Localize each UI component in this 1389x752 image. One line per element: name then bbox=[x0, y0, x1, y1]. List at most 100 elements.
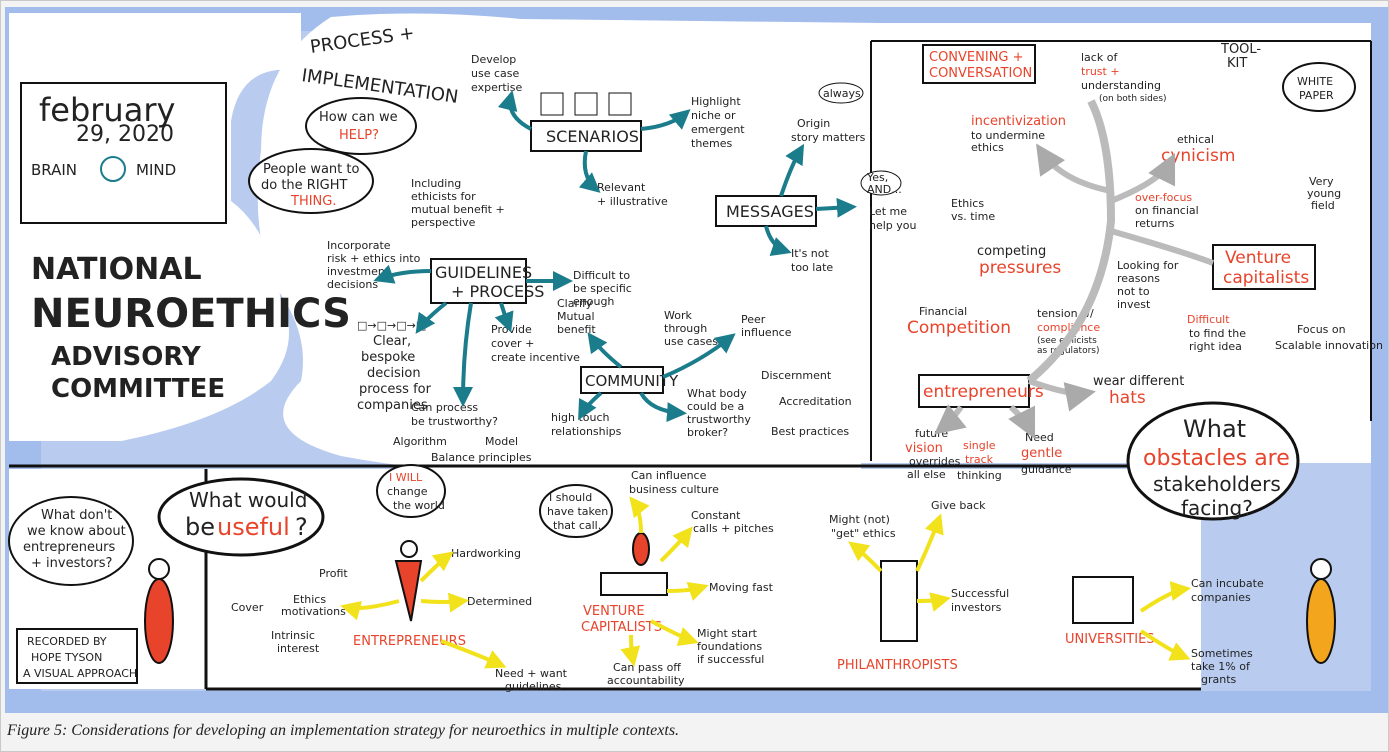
entrepreneur-person bbox=[394, 560, 423, 622]
incent-2: to undermine bbox=[971, 129, 1045, 142]
recorded-2: HOPE TYSON bbox=[31, 651, 102, 664]
guidelines-label-2: + PROCESS bbox=[451, 282, 544, 301]
incubate-1: Can incubate bbox=[1191, 577, 1264, 590]
dont-know-4: + investors? bbox=[31, 556, 112, 571]
convening-1: CONVENING + bbox=[929, 50, 1024, 65]
moving-fast: Moving fast bbox=[709, 581, 774, 594]
committee-line1: NATIONAL bbox=[31, 252, 202, 287]
vc-desk bbox=[600, 572, 668, 596]
incent-1: incentivization bbox=[971, 114, 1066, 129]
obstacles-3: stakeholders bbox=[1153, 472, 1281, 496]
pass-off-1: Can pass off bbox=[613, 661, 681, 674]
obstacles-bubble bbox=[1126, 401, 1300, 521]
clear-steps: □→□→□→□ bbox=[357, 319, 426, 332]
tension-4: as regulators) bbox=[1037, 346, 1099, 356]
including-1: Including bbox=[411, 177, 461, 190]
vc-2: capitalists bbox=[1223, 268, 1309, 288]
should-2: have taken bbox=[547, 505, 608, 518]
messages-box bbox=[715, 195, 817, 227]
incorp-3: investment bbox=[327, 265, 390, 278]
clear-3: decision bbox=[367, 366, 421, 381]
develop-3: expertise bbox=[471, 81, 522, 94]
discernment: Discernment bbox=[761, 369, 832, 382]
yes-text: Yes, bbox=[866, 171, 888, 184]
always-text: always bbox=[823, 87, 861, 100]
work-2: through bbox=[664, 322, 707, 335]
looking-3: not to bbox=[1117, 285, 1150, 298]
will-change-2: change bbox=[387, 485, 428, 498]
difficult-idea-1: Difficult bbox=[1187, 313, 1230, 326]
scenario-icon-3 bbox=[608, 92, 632, 116]
including-4: perspective bbox=[411, 216, 476, 229]
should-3: that call. bbox=[553, 519, 601, 532]
cover: Cover bbox=[231, 601, 264, 614]
useful-4: ? bbox=[295, 513, 308, 541]
best-practices: Best practices bbox=[771, 425, 849, 438]
future-4: all else bbox=[907, 468, 946, 481]
accreditation: Accreditation bbox=[779, 395, 852, 408]
hightouch-2: relationships bbox=[551, 425, 622, 438]
origin-1: Origin bbox=[797, 117, 830, 130]
clarify-2: Mutual bbox=[557, 310, 595, 323]
let-me-2: help you bbox=[869, 219, 917, 232]
vc-box bbox=[1212, 244, 1316, 290]
work-3: use cases bbox=[664, 335, 718, 348]
intrinsic-1: Intrinsic bbox=[271, 629, 315, 642]
useful-2: be bbox=[185, 513, 215, 541]
committee-line4: COMMITTEE bbox=[51, 374, 225, 404]
connector-trunk bbox=[1026, 99, 1116, 385]
need-2: gentle bbox=[1021, 446, 1062, 461]
universities: UNIVERSITIES bbox=[1065, 632, 1155, 647]
provide-2: cover + bbox=[491, 337, 534, 350]
vc-1: Venture bbox=[1225, 248, 1291, 268]
influence-2: business culture bbox=[629, 483, 719, 496]
dont-know-3: entrepreneurs bbox=[23, 540, 116, 555]
future-2: vision bbox=[905, 441, 943, 456]
clear-5: companies bbox=[357, 398, 428, 413]
dont-know-1: What don't bbox=[41, 508, 112, 523]
committee-line3: ADVISORY bbox=[51, 342, 202, 372]
lack-1: lack of bbox=[1081, 51, 1118, 64]
tension-2: compliance bbox=[1037, 321, 1100, 334]
looking-2: reasons bbox=[1117, 272, 1160, 285]
work-1: Work bbox=[664, 309, 692, 322]
clarify-3: benefit bbox=[557, 323, 596, 336]
right-thing-1: People want to bbox=[263, 162, 359, 177]
useful-bubble bbox=[157, 477, 325, 557]
constant-2: calls + pitches bbox=[693, 522, 774, 535]
center-cloud bbox=[257, 13, 933, 486]
highlight-4: themes bbox=[691, 137, 733, 150]
provide-3: create incentive bbox=[491, 351, 580, 364]
community-box bbox=[580, 366, 664, 394]
will-change-3: the world bbox=[393, 499, 445, 512]
highlight-1: Highlight bbox=[691, 95, 741, 108]
difficult-idea-3: right idea bbox=[1189, 340, 1242, 353]
entrepreneurs-bottom: ENTREPRENEURS bbox=[353, 634, 466, 649]
ethical-1: ethical bbox=[1177, 133, 1214, 146]
hardworking: Hardworking bbox=[451, 547, 521, 560]
profit: Profit bbox=[319, 567, 348, 580]
lack-2: trust + bbox=[1081, 65, 1120, 78]
white-paper-bubble bbox=[1282, 62, 1356, 112]
incubate-2: companies bbox=[1191, 591, 1251, 604]
not-late-1: It's not bbox=[791, 247, 830, 260]
dont-know-2: we know about bbox=[27, 524, 126, 539]
overfocus-1: over-focus bbox=[1135, 191, 1192, 204]
right-thing-2: do the RIGHT bbox=[261, 178, 348, 193]
model: Model bbox=[485, 435, 518, 448]
will-change-1: I WILL bbox=[389, 471, 423, 484]
pass-off-2: accountability bbox=[607, 674, 685, 687]
body-2: could be a bbox=[687, 400, 744, 413]
and-text: AND... bbox=[867, 183, 902, 196]
ethics-time-1: Ethics bbox=[951, 197, 984, 210]
entrepreneurs-label: entrepreneurs bbox=[923, 382, 1044, 402]
toolkit-2: KIT bbox=[1227, 56, 1247, 71]
single-2: track bbox=[965, 453, 994, 466]
successful-1: Successful bbox=[951, 587, 1009, 600]
white-paper-2: PAPER bbox=[1299, 89, 1334, 102]
looking-1: Looking for bbox=[1117, 259, 1179, 272]
obstacles-2: obstacles are bbox=[1143, 446, 1290, 471]
future-3: overrides bbox=[909, 455, 961, 468]
help-bubble bbox=[305, 97, 417, 155]
